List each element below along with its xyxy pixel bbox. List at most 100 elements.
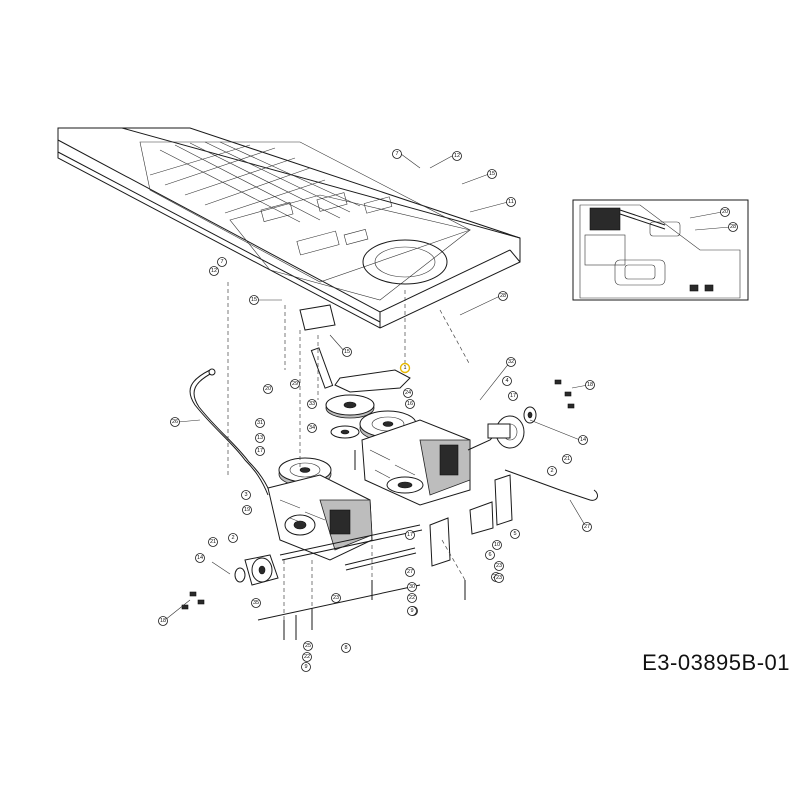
svg-text:29: 29 [292,381,298,387]
callout-2: 2 [547,466,557,476]
svg-text:22: 22 [304,654,310,660]
svg-text:31: 31 [257,420,263,426]
svg-text:18: 18 [587,382,593,388]
svg-text:2: 2 [550,468,553,474]
svg-text:33: 33 [309,401,315,407]
idler-bracket [299,304,411,393]
svg-text:21: 21 [564,456,570,462]
callout-33: 33 [307,399,317,409]
svg-text:11: 11 [508,199,514,205]
callout-25: 25 [303,641,313,651]
callout-11: 11 [506,197,516,207]
callout-15: 15 [342,347,352,357]
svg-text:1: 1 [403,365,406,371]
callout-22: 22 [302,652,312,662]
svg-text:13: 13 [257,435,263,441]
svg-text:21: 21 [210,539,216,545]
right-transaxle [361,419,501,506]
svg-text:12: 12 [454,153,460,159]
callout-23: 23 [494,573,504,583]
callout-30: 30 [407,582,417,592]
left-hub [234,554,279,586]
svg-text:16: 16 [407,401,413,407]
callout-15: 15 [249,295,259,305]
callout-18: 18 [585,380,595,390]
svg-text:6: 6 [488,552,491,558]
deck-grid [149,141,361,223]
callout-27: 27 [582,522,592,532]
callout-16: 16 [405,399,415,409]
callout-2: 2 [228,533,238,543]
svg-text:3: 3 [244,492,247,498]
svg-text:2: 2 [231,535,234,541]
svg-text:17: 17 [257,448,263,454]
svg-text:15: 15 [251,297,257,303]
svg-text:30: 30 [409,584,415,590]
callout-28: 28 [728,222,738,232]
svg-text:14: 14 [580,437,586,443]
callout-27: 27 [405,567,415,577]
callout-14: 14 [195,553,205,563]
callout-17: 17 [405,530,415,540]
svg-text:22: 22 [409,595,415,601]
svg-text:24: 24 [405,390,411,396]
idler-pulley [325,394,375,419]
bracket-plates [429,469,598,567]
bolts [181,379,575,640]
svg-text:26: 26 [172,419,178,425]
svg-text:20: 20 [722,209,728,215]
svg-text:5: 5 [513,531,516,537]
callout-10: 10 [492,540,502,550]
callout-23: 23 [331,593,341,603]
diagram-reference-code: E3-03895B-01 [642,650,790,675]
callout-20: 20 [263,384,273,394]
callout-14: 14 [578,435,588,445]
callout-19: 19 [242,505,252,515]
small-pulley [330,425,360,439]
svg-text:23: 23 [496,563,502,569]
callout-35: 35 [251,598,261,608]
svg-text:7: 7 [220,259,223,265]
callout-21: 21 [562,454,572,464]
right-hub [487,406,537,449]
svg-text:17: 17 [510,393,516,399]
svg-text:9: 9 [304,664,307,670]
callout-3: 3 [241,490,251,500]
detail-inset [572,199,749,301]
svg-text:7: 7 [395,151,398,157]
svg-text:20: 20 [265,386,271,392]
callout-20: 20 [720,207,730,217]
svg-text:8: 8 [344,645,347,651]
callout-29: 29 [290,379,300,389]
callout-6: 6 [485,550,495,560]
callout-9: 9 [407,606,417,616]
callout-34: 34 [307,423,317,433]
callout-13: 13 [255,433,265,443]
svg-text:4: 4 [505,378,508,384]
callout-26: 26 [170,417,180,427]
svg-text:27: 27 [584,524,590,530]
mower-frame [57,127,521,329]
callout-15: 15 [487,169,497,179]
callout-4: 4 [502,376,512,386]
svg-text:18: 18 [160,618,166,624]
alignment-lines [227,282,471,620]
callout-9: 9 [301,662,311,672]
svg-text:27: 27 [407,569,413,575]
callout-17: 17 [508,391,518,401]
svg-text:19: 19 [244,507,250,513]
svg-text:25: 25 [305,643,311,649]
callout-12: 12 [209,266,219,276]
callout-18: 18 [158,616,168,626]
svg-text:28: 28 [500,293,506,299]
callout-1: 1 [399,362,411,374]
svg-text:10: 10 [494,542,500,548]
callout-24: 24 [403,388,413,398]
svg-text:12: 12 [211,268,217,274]
callout-7: 7 [392,149,402,159]
callout-8: 8 [341,643,351,653]
callout-5: 5 [510,529,520,539]
svg-text:34: 34 [309,425,315,431]
leader-lines [164,153,731,621]
callout-28: 28 [498,291,508,301]
